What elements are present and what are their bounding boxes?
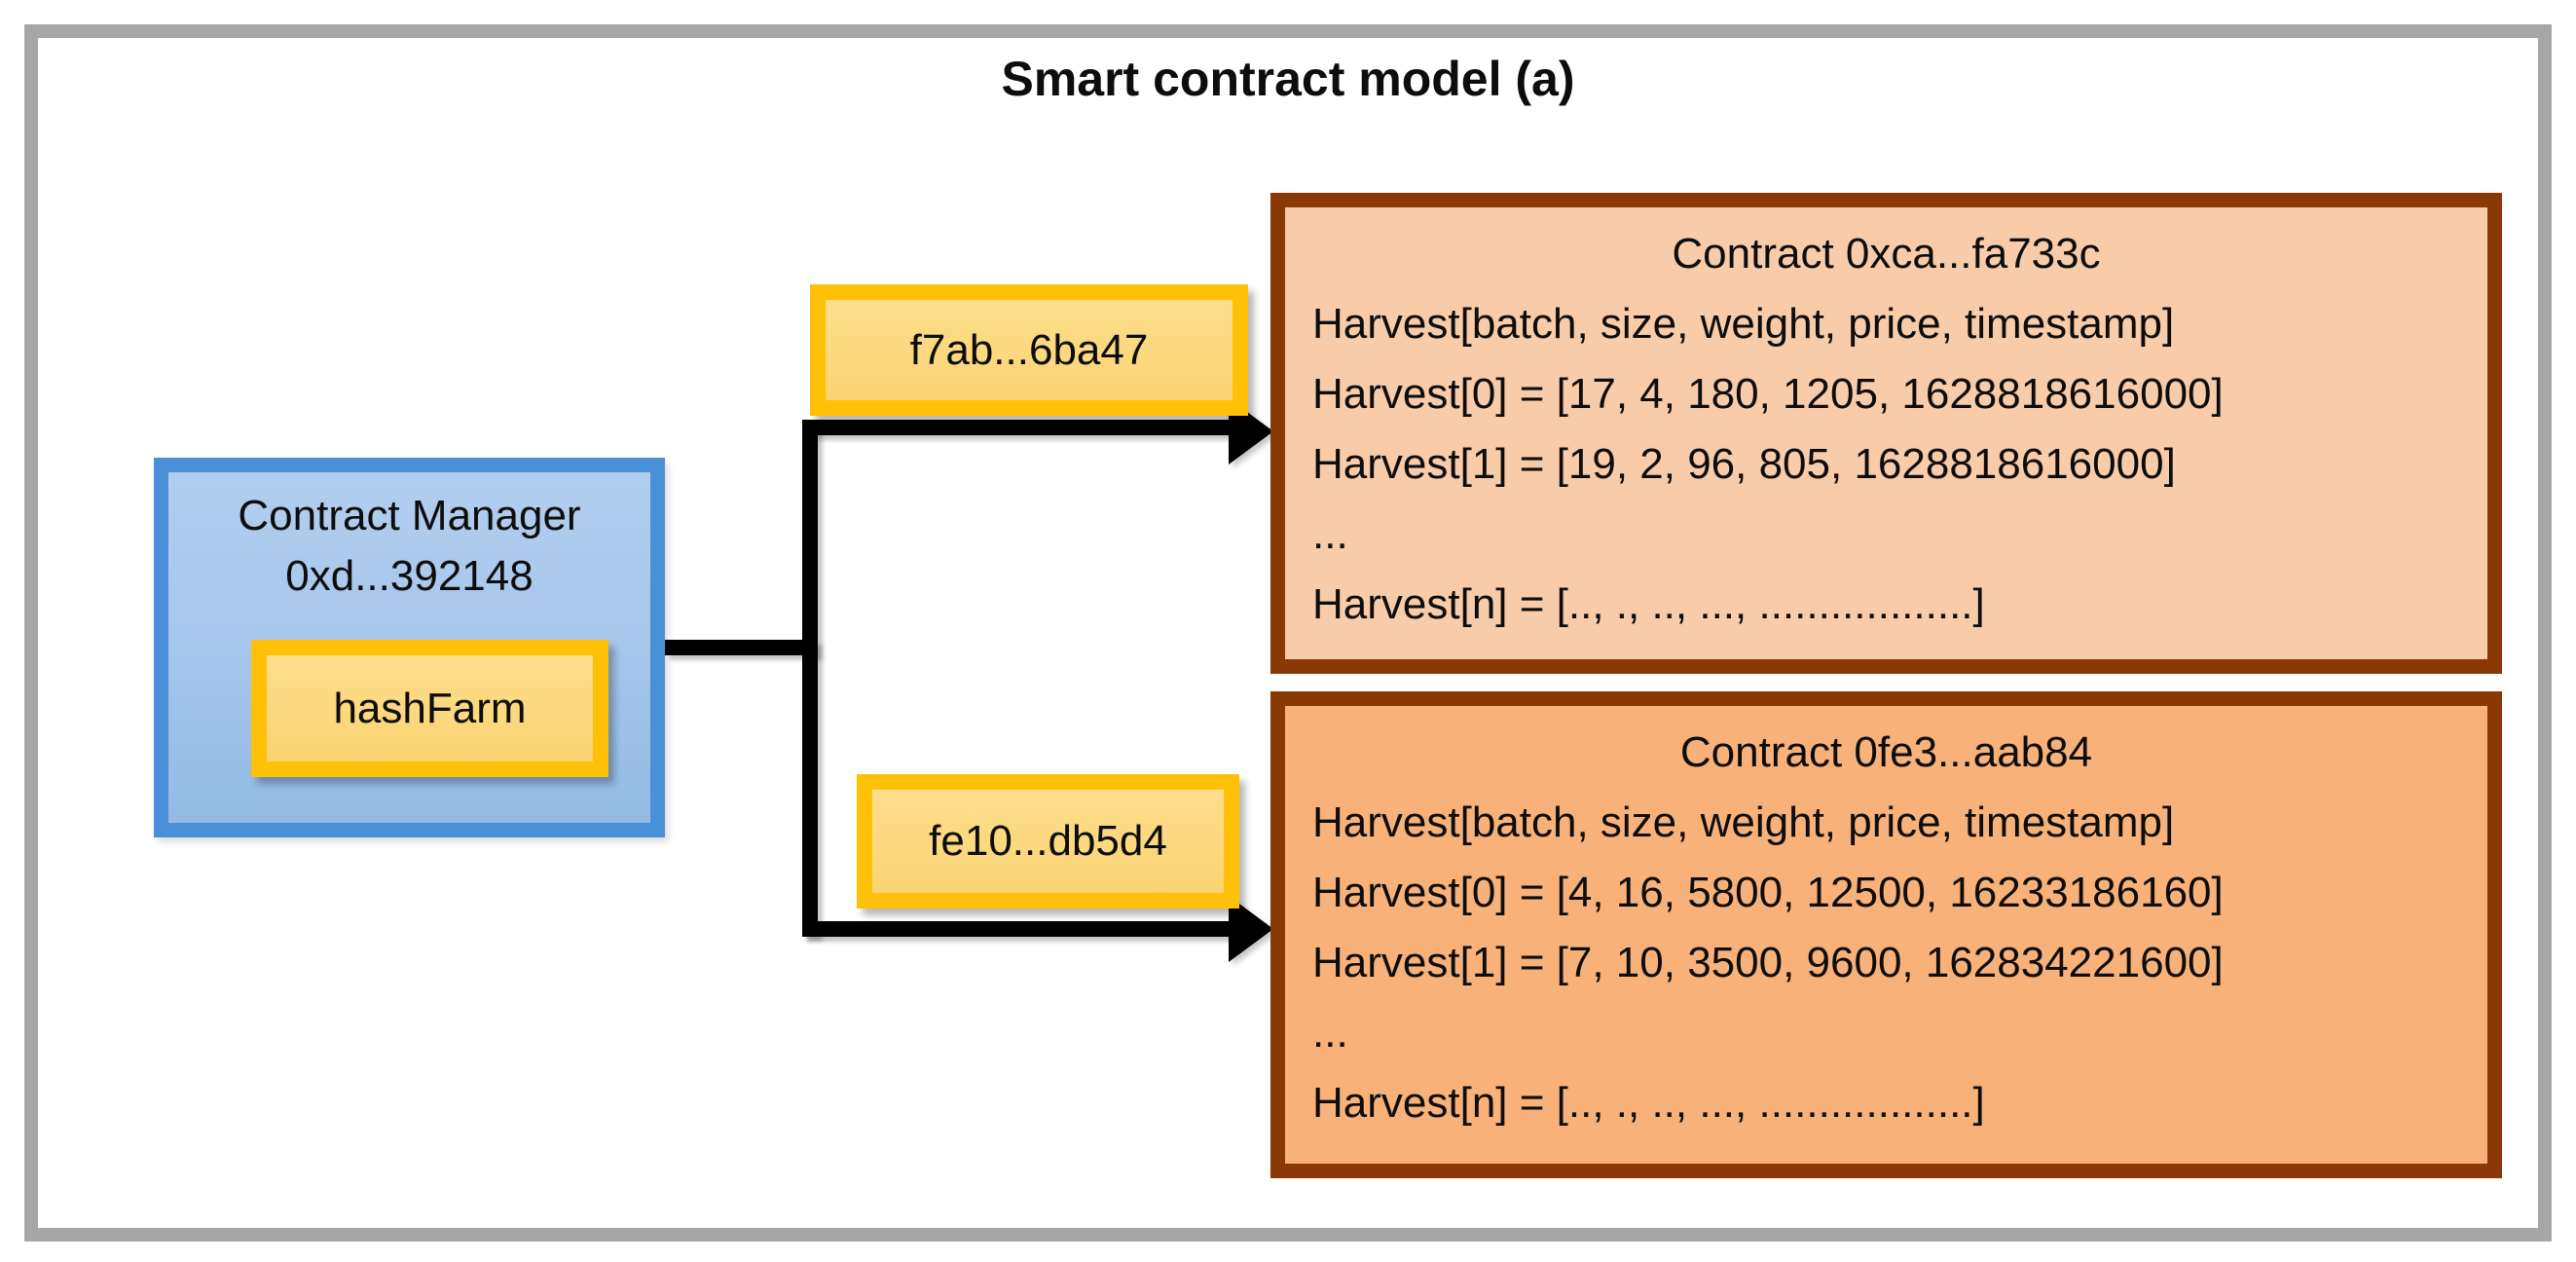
contract-manager-name: Contract Manager (238, 492, 581, 539)
transaction-hash-1: f7ab...6ba47 (909, 325, 1149, 374)
transaction-hash-label-1: f7ab...6ba47 (810, 284, 1248, 416)
contract-1-row-1: Harvest[1] = [19, 2, 96, 805, 1628818616… (1312, 440, 2176, 488)
contract-2-row-0: Harvest[0] = [4, 16, 5800, 12500, 162331… (1312, 869, 2224, 916)
contract-1-row-n: Harvest[n] = [.., ., .., ..., ..........… (1312, 580, 1985, 628)
contract-manager-address: 0xd...392148 (285, 552, 534, 600)
contract-1-schema: Harvest[batch, size, weight, price, time… (1312, 300, 2175, 348)
contract-manager-box: Contract Manager 0xd...392148 hashFarm (154, 458, 665, 837)
connector-manager-stub (665, 640, 818, 655)
contract-1-row-0: Harvest[0] = [17, 4, 180, 1205, 16288186… (1312, 370, 2224, 418)
contract-1-title: Contract 0xca...fa733c (1672, 230, 2101, 278)
hashfarm-function-label: hashFarm (333, 684, 527, 732)
connector-branch-top (802, 420, 1231, 435)
contract-manager-text: Contract Manager 0xd...392148 (168, 486, 650, 607)
contract-2-schema: Harvest[batch, size, weight, price, time… (1312, 798, 2175, 846)
hashfarm-function-box: hashFarm (251, 640, 608, 777)
contract-2-row-n: Harvest[n] = [.., ., .., ..., ..........… (1312, 1079, 1985, 1127)
contract-1-row-ellipsis: ... (1312, 510, 1348, 558)
contract-box-2: Contract 0fe3...aab84 Harvest[batch, siz… (1270, 691, 2502, 1178)
contract-2-row-1: Harvest[1] = [7, 10, 3500, 9600, 1628342… (1312, 939, 2224, 986)
transaction-hash-label-2: fe10...db5d4 (857, 774, 1239, 909)
contract-2-row-ellipsis: ... (1312, 1009, 1348, 1057)
transaction-hash-2: fe10...db5d4 (929, 817, 1167, 865)
diagram-title: Smart contract model (a) (1001, 52, 1575, 106)
contract-box-1: Contract 0xca...fa733c Harvest[batch, si… (1270, 193, 2502, 674)
connector-branch-bottom (802, 921, 1231, 937)
contract-2-title: Contract 0fe3...aab84 (1679, 728, 2093, 776)
connector-trunk (802, 420, 818, 937)
